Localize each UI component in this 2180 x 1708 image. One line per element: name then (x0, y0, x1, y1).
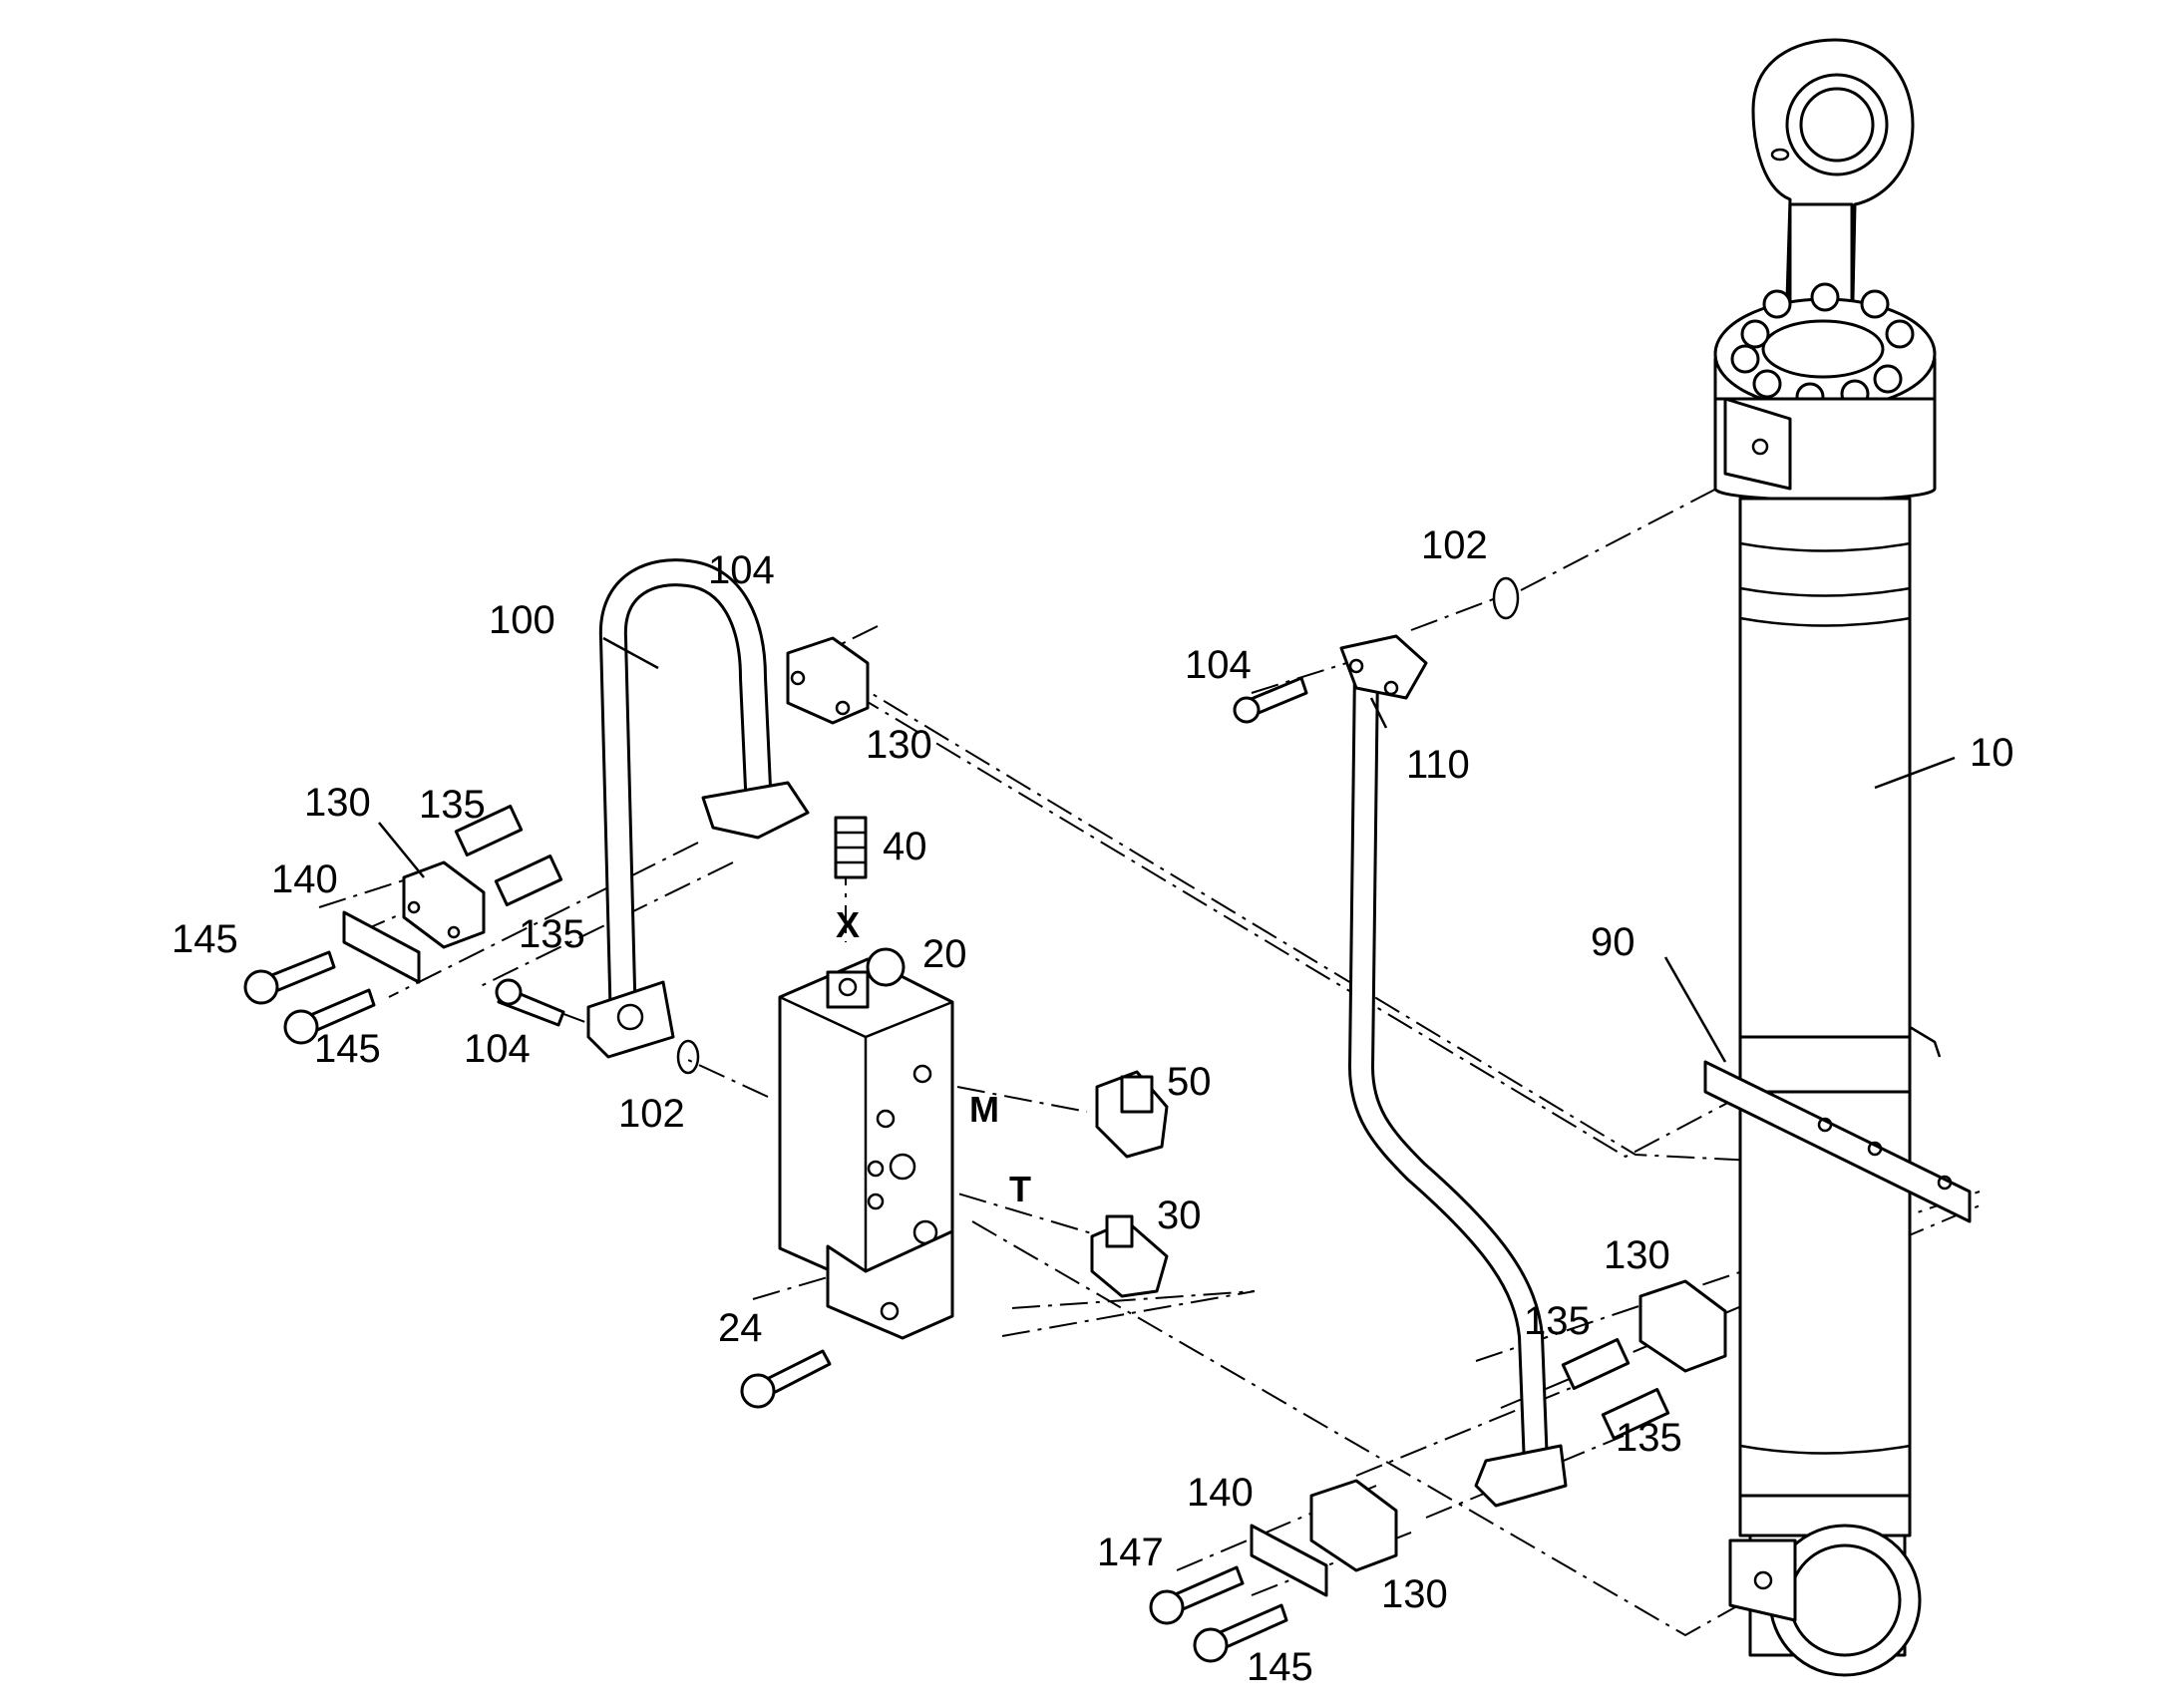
label-130-upper: 130 (866, 723, 932, 767)
fitting-30 (1090, 1214, 1169, 1298)
bolt-104-right (1233, 676, 1308, 724)
bolts-145-147-bottom (1149, 1565, 1288, 1663)
label-145-left-bottom: 145 (314, 1027, 381, 1071)
plate-140-left (342, 910, 421, 984)
label-130-left: 130 (304, 781, 371, 825)
label-140-left: 140 (271, 857, 338, 901)
clamp-130-left (402, 860, 486, 949)
callout-labels: 10 20 24 30 40 50 90 100 102 102 104 104… (172, 523, 2014, 1689)
label-135-right-bottom: 135 (1616, 1416, 1682, 1460)
label-135-left-top: 135 (419, 783, 486, 827)
port-label-x: X (836, 904, 860, 945)
oring-102-left (676, 1039, 700, 1075)
spacer-135 (454, 805, 563, 906)
clamp-130-right (1638, 1279, 1727, 1373)
hydraulic-cylinder (1713, 38, 1942, 1677)
label-30: 30 (1157, 1194, 1202, 1237)
bolt-24 (740, 1349, 832, 1409)
label-100: 100 (489, 598, 555, 642)
label-40: 40 (883, 825, 927, 868)
plate-140-bottom (1250, 1524, 1328, 1597)
port-label-t: T (1009, 1169, 1031, 1209)
pipe-100 (586, 558, 810, 1059)
label-145-bottom: 145 (1247, 1645, 1313, 1689)
label-104-right: 104 (1185, 643, 1252, 687)
fitting-50 (1095, 1070, 1169, 1159)
label-130-right: 130 (1604, 1233, 1670, 1277)
label-50: 50 (1167, 1060, 1212, 1104)
label-104-top: 104 (708, 548, 775, 592)
spacer-135-right (1561, 1338, 1670, 1440)
leader-lines (378, 636, 1956, 1063)
bracket-plate (1703, 1060, 1972, 1223)
assembly-lines (318, 468, 1986, 1637)
label-130-bottom: 130 (1381, 1572, 1448, 1616)
oring-102-right (1492, 576, 1520, 620)
label-90: 90 (1591, 920, 1635, 964)
label-102-right: 102 (1421, 523, 1488, 567)
bolt-104-left (495, 978, 565, 1027)
label-10: 10 (1970, 731, 2014, 775)
label-24: 24 (718, 1306, 763, 1350)
label-110: 110 (1406, 743, 1470, 787)
label-104-left: 104 (464, 1027, 531, 1071)
port-label-m: M (969, 1089, 999, 1130)
clamp-130-upper (786, 636, 870, 725)
label-140-bottom: 140 (1187, 1471, 1254, 1515)
bolts-145-left (243, 950, 376, 1045)
clamp-130-bottom (1309, 1479, 1398, 1572)
label-20: 20 (922, 932, 967, 976)
pipe-110 (1339, 634, 1568, 1508)
fitting-40 (834, 816, 868, 879)
label-147: 147 (1097, 1531, 1164, 1574)
label-135-left-bottom: 135 (519, 912, 585, 956)
label-145-left-top: 145 (172, 917, 238, 961)
valve-block (778, 947, 954, 1340)
label-135-right-top: 135 (1524, 1299, 1591, 1343)
label-102-left: 102 (618, 1092, 685, 1136)
